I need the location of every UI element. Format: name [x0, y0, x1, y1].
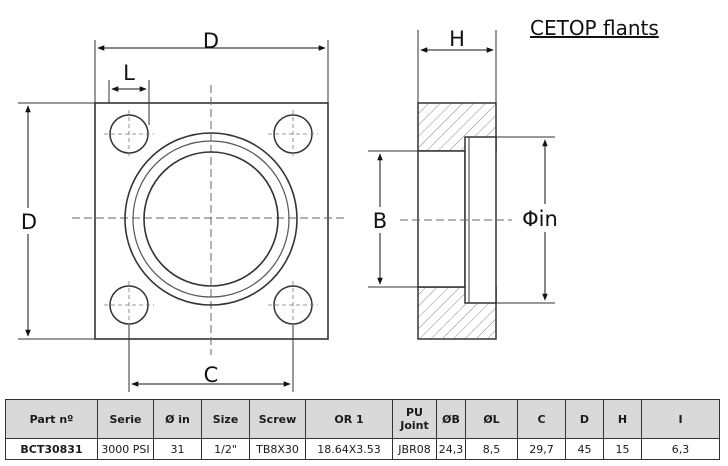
- cell-pu-joint: JBR08: [392, 438, 437, 460]
- label-l: L: [123, 61, 135, 85]
- label-d-left: D: [21, 210, 37, 234]
- label-c: C: [204, 363, 219, 387]
- label-d-top: D: [203, 29, 219, 53]
- header-diameter-in: Ø in: [153, 399, 202, 439]
- cell-i: 6,3: [641, 438, 720, 460]
- label-phi-in: Φin: [522, 207, 558, 231]
- cell-part-no: BCT30831: [5, 438, 98, 460]
- front-view: D L D C: [18, 29, 348, 392]
- header-pu-joint: PU Joint: [392, 399, 437, 439]
- header-h: H: [603, 399, 642, 439]
- table-row: BCT30831 3000 PSI 31 1/2" TB8X30 18.64X3…: [5, 438, 720, 460]
- cell-diameter-l: 8,5: [465, 438, 518, 460]
- header-d: D: [565, 399, 604, 439]
- cell-serie: 3000 PSI: [97, 438, 154, 460]
- side-view: H B Φin: [368, 27, 562, 340]
- label-h: H: [449, 27, 465, 51]
- header-or1: OR 1: [305, 399, 393, 439]
- header-screw: Screw: [249, 399, 306, 439]
- header-serie: Serie: [97, 399, 154, 439]
- cell-size: 1/2": [201, 438, 250, 460]
- middle-ring: [132, 140, 290, 298]
- inner-ring: [143, 151, 279, 287]
- label-b: B: [373, 209, 387, 233]
- outer-ring: [124, 132, 298, 306]
- cell-h: 15: [603, 438, 642, 460]
- cell-diameter-b: 24,3: [436, 438, 466, 460]
- bore-body: [417, 150, 466, 288]
- table-header-row: Part nº Serie Ø in Size Screw OR 1 PU Jo…: [5, 399, 720, 439]
- cell-d: 45: [565, 438, 604, 460]
- header-diameter-b: ØB: [436, 399, 466, 439]
- cell-or1: 18.64X3.53: [305, 438, 393, 460]
- spec-table: Part nº Serie Ø in Size Screw OR 1 PU Jo…: [5, 399, 720, 460]
- cell-screw: TB8X30: [249, 438, 306, 460]
- cell-c: 29,7: [517, 438, 566, 460]
- header-i: I: [641, 399, 720, 439]
- technical-drawing: D L D C H B: [18, 27, 562, 392]
- cell-diameter-in: 31: [153, 438, 202, 460]
- header-diameter-l: ØL: [465, 399, 518, 439]
- header-c: C: [517, 399, 566, 439]
- page-title: CETOP flants: [530, 16, 659, 40]
- header-size: Size: [201, 399, 250, 439]
- header-part-no: Part nº: [5, 399, 98, 439]
